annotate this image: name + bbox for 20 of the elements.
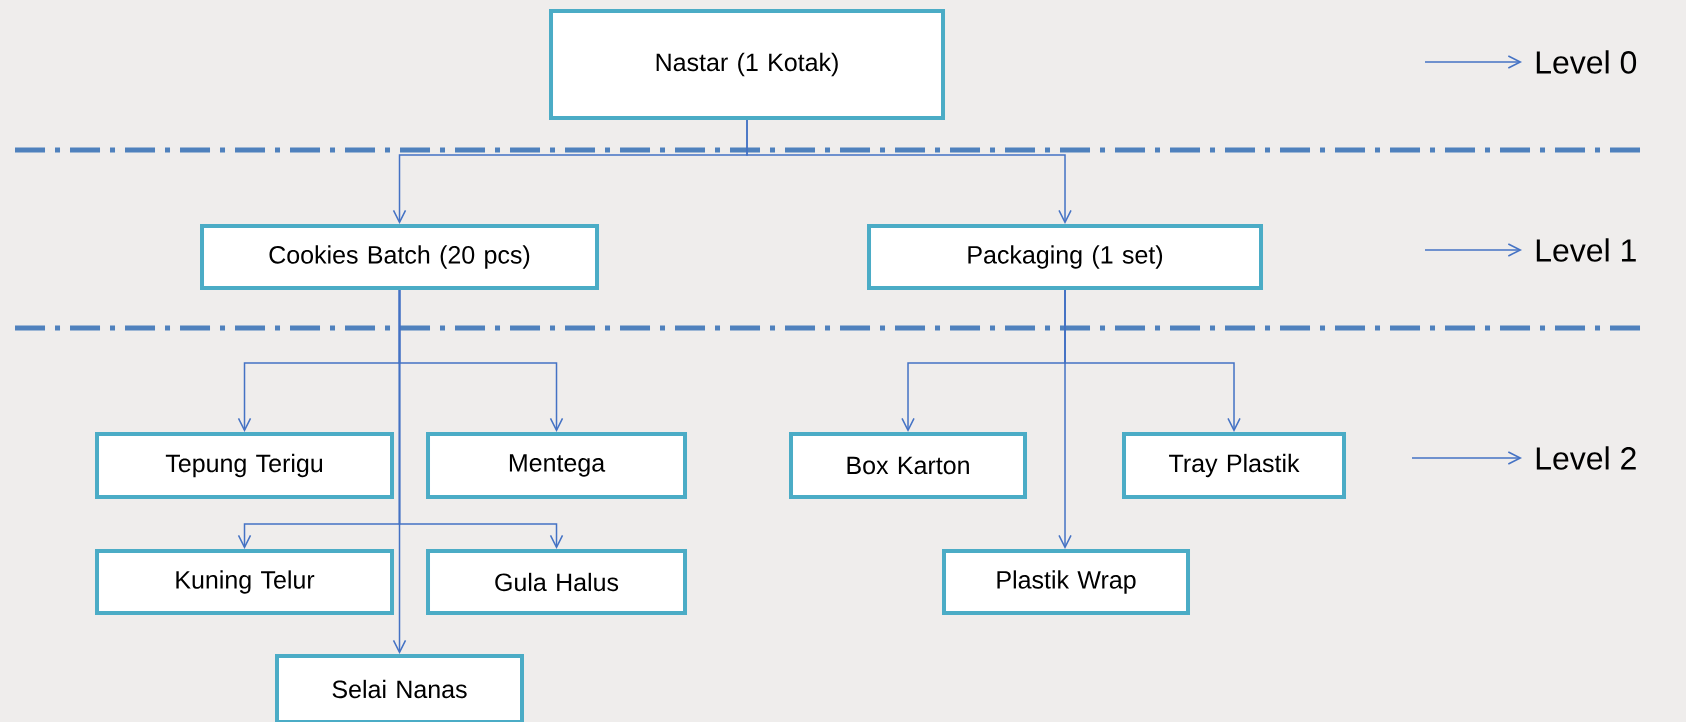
process-box: Selai Nanas — [275, 654, 524, 722]
process-box: Tray Plastik — [1122, 432, 1346, 499]
arrow — [1411, 451, 1522, 465]
process-box: Nastar (1 Kotak) — [549, 9, 945, 120]
process-box: Plastik Wrap — [942, 549, 1190, 615]
level-label: Level 1 — [1536, 238, 1636, 262]
process-box: Kuning Telur — [95, 549, 394, 615]
level-label: Level 2 — [1536, 446, 1636, 470]
arrow — [1058, 289, 1072, 549]
process-box: Tepung Terigu — [95, 432, 394, 499]
process-box: Packaging (1 set) — [867, 224, 1263, 290]
arrow — [746, 119, 1072, 224]
process-box: Box Karton — [789, 432, 1027, 499]
arrow — [392, 289, 407, 654]
level-label: Level 0 — [1536, 50, 1637, 74]
arrow — [1424, 55, 1522, 69]
arrow — [1424, 243, 1522, 257]
process-box: Gula Halus — [426, 549, 687, 615]
process-box: Cookies Batch (20 pcs) — [200, 224, 599, 290]
process-box: Mentega — [426, 432, 687, 499]
